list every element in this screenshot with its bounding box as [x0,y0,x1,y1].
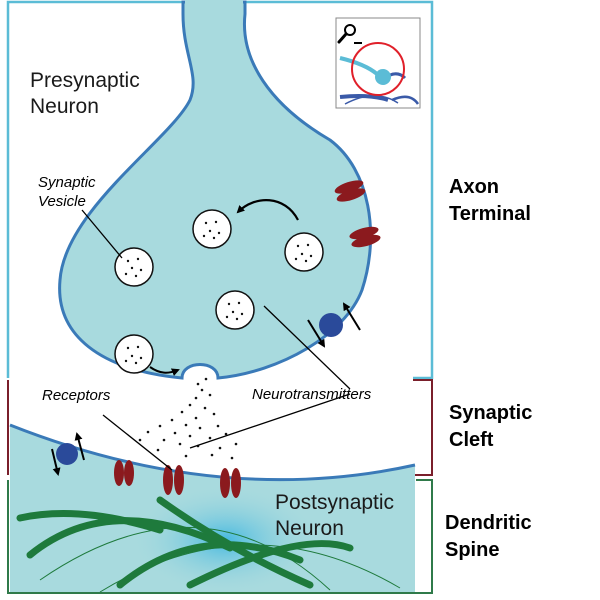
synaptic-cleft-title: Synaptic Cleft [449,400,532,454]
dendritic-spine-bracket [7,479,433,594]
postsynaptic-transporter [51,432,85,476]
synaptic-cleft-title-line-2: Cleft [449,429,494,451]
receptors-label: Receptors [42,386,110,405]
dendritic-spine-title: Dendritic Spine [445,510,532,564]
axon-terminal-bracket [6,0,434,380]
axon-terminal-title-line-2: Terminal [449,203,531,225]
callout-leader-lines [81,209,351,471]
synaptic-vesicle-label: Synaptic Vesicle [38,173,96,211]
cytoskeleton-filaments [16,496,401,593]
vesicle-docking-arrow [149,366,180,376]
vesicle-contents [124,220,313,365]
neurotransmitters-label: Neurotransmitters [252,385,371,404]
dendritic-spine-title-line-1: Dendritic [445,512,532,534]
receptors-label-text: Receptors [42,387,111,404]
neurotransmitters-label-text: Neurotransmitters [252,386,372,403]
postsynaptic-neuron-label: Postsynaptic Neuron [275,490,394,542]
postsynaptic-neuron-label-line-2: Neuron [275,517,344,540]
axon-terminal-title-line-1: Axon [449,176,499,198]
synaptic-vesicle-label-line-2: Vesicle [38,193,86,210]
synaptic-cleft-bracket [7,379,433,476]
synaptic-vesicles [114,209,324,374]
magnifier-icon [337,24,362,44]
postsynaptic-receptors [114,460,241,498]
synaptic-cleft-title-line-1: Synaptic [449,402,533,424]
vesicle-recycling-arrow [236,199,299,221]
presynaptic-transporter [307,302,361,348]
axon-terminal-title: Axon Terminal [449,174,531,228]
postsynaptic-neuron-label-line-1: Postsynaptic [275,491,395,514]
synaptic-vesicle-label-line-1: Synaptic [38,174,96,191]
presynaptic-receptors [334,180,381,248]
presynaptic-neuron-label-line-1: Presynaptic [30,69,140,92]
presynaptic-neuron-label: Presynaptic Neuron [30,68,140,120]
presynaptic-neuron-label-line-2: Neuron [30,95,99,118]
dendritic-spine-title-line-2: Spine [445,539,500,561]
released-neurotransmitters [138,377,238,460]
